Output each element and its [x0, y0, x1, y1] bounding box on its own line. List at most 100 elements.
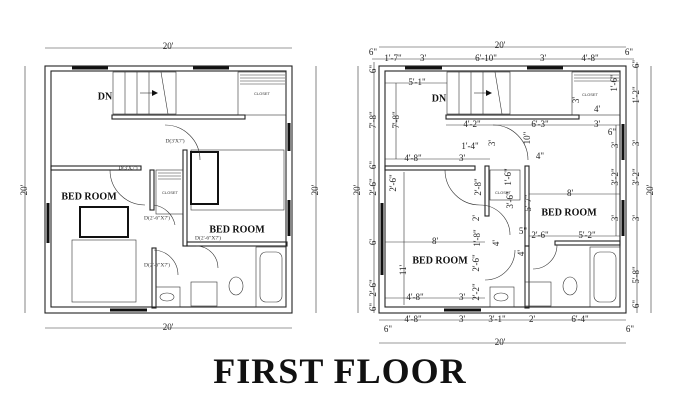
dim-bottom-label: 20': [495, 337, 506, 347]
dimension-label-top-row: 6'-10": [475, 53, 497, 63]
dimension-label-interior: 3': [594, 119, 601, 129]
dimension-label-top-row: 3': [540, 53, 547, 63]
closet-label: CLOSET: [254, 91, 271, 96]
dimension-label-left-column: 7'-8": [368, 111, 378, 129]
sink: [489, 286, 515, 308]
closet: [237, 71, 287, 116]
dimension-label-interior: 11': [398, 264, 408, 275]
dimension-label-interior: 7'-8": [391, 111, 401, 129]
bathtub: [255, 246, 287, 308]
dimension-label-left-column: 2'-6": [368, 178, 378, 196]
shower: [190, 281, 218, 307]
dimension-label-interior: 4': [594, 104, 601, 114]
dim-left-label: 20': [19, 184, 29, 195]
dimension-label-left-column: 2'-6": [368, 279, 378, 297]
dimension-label-right-column: 3': [631, 215, 641, 222]
dimension-label-bottom-row: 2': [529, 314, 536, 324]
room-label-bedroom: BED ROOM: [412, 255, 468, 266]
dimension-label-bottom-row: 6'-4": [571, 314, 589, 324]
dimension-label-interior: 5'-7": [523, 194, 533, 212]
sink: [155, 286, 181, 308]
room-label-bedroom: BED ROOM: [209, 224, 265, 235]
dimension-label-top-row: 3': [420, 53, 427, 63]
dimension-label-right-column: 6": [631, 60, 641, 69]
dimension-label-interior: 4'-8": [404, 153, 422, 163]
dimension-label-interior: 5": [519, 226, 528, 236]
dimension-label-interior: 3'-6": [505, 191, 515, 209]
dimension-label-interior: 4": [536, 151, 545, 161]
outer-wall: [378, 65, 627, 314]
dimension-label-left-column: 6": [368, 65, 378, 74]
room-label-bedroom: BED ROOM: [61, 191, 117, 202]
dimension-label-interior: 6": [608, 127, 617, 137]
dimension-label-interior: 2'-6": [531, 230, 549, 240]
toilet: [562, 276, 578, 296]
dimension-label-right-column: 3': [631, 140, 641, 147]
dimension-label-interior: 8': [432, 236, 439, 246]
toilet: [228, 276, 244, 296]
dimension-label-interior: 4'-8": [406, 292, 424, 302]
right-floor-plan: 20' 20' 20' 20' DN CLOSET CLOSET: [352, 40, 655, 347]
dimension-label-interior: 3': [459, 153, 466, 163]
dimension-label-interior: 3': [610, 142, 620, 149]
door-label: D(2'-6"X7'): [144, 261, 170, 268]
dimension-label-bottom-row: 6": [626, 324, 635, 334]
bathtub: [589, 246, 621, 308]
door-label: D(2'-6"X7'): [144, 214, 170, 221]
dimension-label-interior: 1'-6": [503, 168, 513, 186]
closet-label: CLOSET: [162, 190, 179, 195]
door-label: D(3'X7'): [118, 164, 137, 171]
dimension-label-right-column: 3'-2": [631, 168, 641, 186]
dimension-label-interior: 10": [522, 131, 532, 144]
dimension-label-interior: 3': [487, 140, 497, 147]
dimension-label-interior: 2'-8": [473, 178, 483, 196]
dimension-label-interior: 5'-2": [578, 230, 596, 240]
dimension-label-top-row: 6": [625, 47, 634, 57]
dimension-label-interior: 4': [491, 240, 501, 247]
dimension-label-interior: 1'-6": [609, 74, 619, 92]
door-label: D(2'-6"X7'): [195, 234, 221, 241]
dim-top-label: 20': [495, 40, 506, 50]
dimension-label-bottom-row: 3'-1": [488, 314, 506, 324]
drawing-title: FIRST FLOOR: [213, 351, 467, 391]
shower: [524, 281, 552, 307]
dimension-label-interior: 5'-1": [408, 77, 426, 87]
dimension-label-interior: 8': [567, 188, 574, 198]
dim-right-label: 20': [310, 184, 320, 195]
closet: [489, 169, 521, 201]
stair-down-label: DN: [432, 93, 447, 104]
closet-label: CLOSET: [582, 92, 599, 97]
dimension-label-interior: 2'-6": [471, 254, 481, 272]
outer-wall: [44, 65, 293, 314]
dimension-label-interior: 4': [516, 250, 526, 257]
dimension-label-left-column: 6': [368, 239, 378, 246]
dimension-label-right-column: 6": [631, 300, 641, 309]
stair-down-label: DN: [98, 91, 113, 102]
closet-label: CLOSET: [495, 190, 512, 195]
dimension-label-interior: 3'-2": [610, 168, 620, 186]
door-label: D(3'X7'): [165, 137, 184, 144]
door-swing: [109, 169, 146, 206]
dimension-label-bottom-row: 4'-8": [404, 314, 422, 324]
dimension-label-top-row: 1'-7": [384, 53, 402, 63]
dimension-label-interior: 4'-2": [463, 119, 481, 129]
dimension-label-interior: 2'-6": [388, 174, 398, 192]
dimension-label-bottom-row: 6": [384, 324, 393, 334]
bed: [71, 239, 137, 303]
dimension-label-left-column: 6": [368, 303, 378, 312]
staircase: [446, 71, 511, 115]
dim-top-label: 20': [163, 41, 174, 51]
dim-bottom-label: 20': [163, 322, 174, 332]
dimension-label-interior: 2': [471, 215, 481, 222]
dimension-label-interior: 3': [610, 215, 620, 222]
dimension-label-bottom-row: 3': [459, 314, 466, 324]
dimension-label-top-row: 6": [369, 47, 378, 57]
left-floor-plan: 20' 20' 20' 20' DN CLOSET CLOSET: [19, 41, 320, 332]
door-swing: [164, 124, 201, 161]
dimension-label-interior: 3': [571, 97, 581, 104]
closet: [571, 71, 621, 116]
dim-left-label: 20': [352, 184, 362, 195]
dimension-label-interior: 1'-4": [461, 141, 479, 151]
room-label-bedroom: BED ROOM: [541, 207, 597, 218]
